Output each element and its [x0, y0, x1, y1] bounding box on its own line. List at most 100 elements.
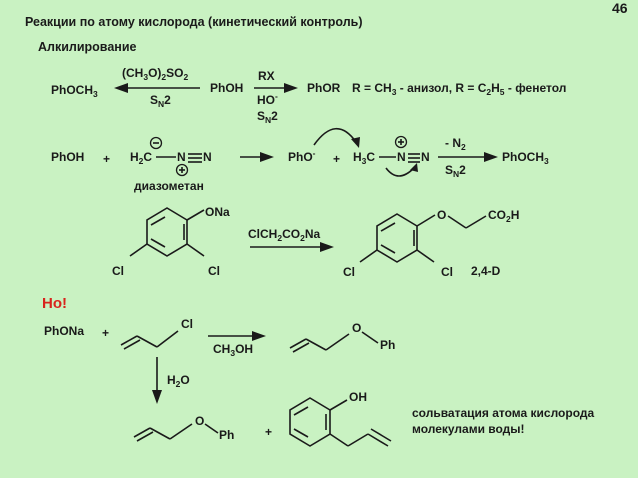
water-solvent: H2O: [167, 373, 190, 389]
o-ph-bond: [361, 331, 379, 344]
o-ph-bond-2: [204, 423, 219, 434]
curved-bond-arrow: [385, 167, 415, 177]
chlorine-para-product: Cl: [343, 265, 355, 279]
plus-sign-4: +: [265, 425, 272, 439]
ether2-double-bond: [136, 431, 154, 442]
arrow-head-4: [252, 331, 266, 341]
phenyl-1: Ph: [380, 338, 395, 352]
ch2-ch-bond: [347, 433, 369, 447]
ether-c1-c2: [289, 338, 307, 349]
hydroxyl-group: OH: [349, 390, 367, 404]
phenol-reactant: PhOH: [51, 150, 84, 164]
ring-double-bond-9: [293, 428, 309, 438]
dimethyl-sulfate-reagent: (CH3O)2SO2: [122, 66, 188, 82]
arrow-right-head: [284, 83, 298, 93]
arrow-head-3: [320, 242, 334, 252]
row-solvent-effect: Но! PhONa + Cl CH3OH O Ph H2O O Ph +: [42, 295, 595, 447]
sn2-label-2: SN2: [445, 163, 466, 179]
curved-bond-arrow-head: [410, 163, 418, 172]
methanol-solvent: CH3OH: [213, 342, 253, 358]
allyl-vinyl-bond: [367, 433, 389, 447]
diazo-n2: N: [203, 150, 212, 164]
diazomethane-ch2: H2C: [130, 150, 152, 166]
chlorine-ortho: Cl: [208, 264, 220, 278]
c-cl-bond-ortho-p: [416, 249, 435, 263]
ether-c2-c3: [305, 338, 327, 351]
ring-ch2-bond: [329, 433, 349, 447]
plus-sign-2: +: [333, 152, 340, 166]
curved-attack-arrow: [313, 127, 357, 146]
solvation-note-line1: сольватация атома кислорода: [412, 406, 595, 420]
arrow-left-head: [114, 83, 128, 93]
c-cl-bond-para: [129, 243, 148, 257]
phor-product: PhOR: [307, 81, 341, 95]
plus-sign-3: +: [102, 326, 109, 340]
rx-reagent: RX: [258, 69, 275, 83]
c-cl-bond-para-p: [359, 249, 378, 263]
sodium-phenoxide-ona: ONa: [205, 205, 230, 219]
sodium-phenoxide: PhONa: [44, 324, 84, 338]
ring-double-bond-5: [380, 222, 396, 232]
c-o-bond-left: [186, 209, 205, 221]
solvation-note-line2: молекулами воды!: [412, 422, 525, 436]
page-number: 46: [612, 0, 628, 16]
allyl-c3-cl: [156, 330, 179, 348]
diazonium-n1: N: [397, 150, 406, 164]
hydroxide-reagent: HO-: [257, 91, 278, 107]
carboxyl-group: CO2H: [488, 208, 519, 224]
ring-double-bond-6: [380, 244, 396, 254]
chlorine-ortho-product: Cl: [441, 265, 453, 279]
plus-sign: +: [103, 152, 110, 166]
allyl-c1-c2: [120, 335, 138, 346]
ether2-c2-c3: [149, 427, 171, 440]
diazo-n1: N: [177, 150, 186, 164]
phenoxide-anion: PhO-: [288, 148, 316, 164]
c-cl-bond-ortho: [186, 243, 205, 257]
sn2-label-left: SN2: [150, 93, 171, 109]
plus-charge-icon: [175, 163, 189, 177]
arrow-head-2: [484, 152, 498, 162]
ether-oxygen-1: O: [352, 321, 361, 335]
ether-c3-o: [325, 333, 350, 351]
allyl-c2-c3: [136, 335, 158, 348]
down-arrow-head: [152, 390, 162, 404]
ring-double-bond-2: [150, 216, 166, 226]
c-oh-bond: [329, 399, 348, 411]
chlorine-para: Cl: [112, 264, 124, 278]
benzene-ring-left: [146, 207, 188, 257]
sn2-label-right: SN2: [257, 109, 278, 125]
diazonium-n2: N: [421, 150, 430, 164]
curved-arrow-head: [351, 137, 360, 148]
allyl-double-bond: [123, 339, 141, 350]
anisole-product: PhOCH3: [51, 83, 98, 99]
row-24d-synthesis: ONa Cl Cl ClCH2CO2Na O CO2H Cl Cl 2,4-D: [112, 205, 519, 279]
row-alkylation: PhOCH3 (CH3O)2SO2 SN2 PhOH RX HO- SN2 Ph…: [51, 66, 566, 125]
ether-double-bond: [292, 342, 310, 353]
slide-title: Реакции по атому кислорода (кинетический…: [25, 15, 363, 29]
ether2-c1-c2: [133, 427, 151, 438]
phenyl-2: Ph: [219, 428, 234, 442]
diazomethane-name: диазометан: [134, 179, 204, 193]
r-definition-note: R = CH3 - анизол, R = C2H5 - фенетол: [352, 81, 566, 97]
chloroacetate-reagent: ClCH2CO2Na: [248, 227, 320, 243]
methyldiazonium-ch3: H3C: [353, 150, 375, 166]
ch2-c-bond: [465, 215, 487, 229]
allyl-vinyl-double: [370, 428, 392, 442]
loss-of-n2: - N2: [445, 136, 466, 152]
ether-oxygen-2: O: [195, 414, 204, 428]
ring-double-bond-8: [293, 406, 309, 416]
warning-label: Но!: [42, 295, 67, 312]
benzene-ring-allylphenol: [289, 397, 331, 447]
phenol-center: PhOH: [210, 81, 243, 95]
c-o-bond-right: [416, 214, 436, 227]
benzene-ring-right: [376, 213, 418, 263]
plus-charge-icon-2: [394, 135, 408, 149]
arrow-head: [260, 152, 274, 162]
section-subtitle: Алкилирование: [38, 40, 137, 54]
anisole-product-2: PhOCH3: [502, 150, 549, 166]
product-name-24d: 2,4-D: [471, 264, 501, 278]
ether2-c3-o: [169, 423, 193, 440]
ether-oxygen: O: [437, 208, 446, 222]
